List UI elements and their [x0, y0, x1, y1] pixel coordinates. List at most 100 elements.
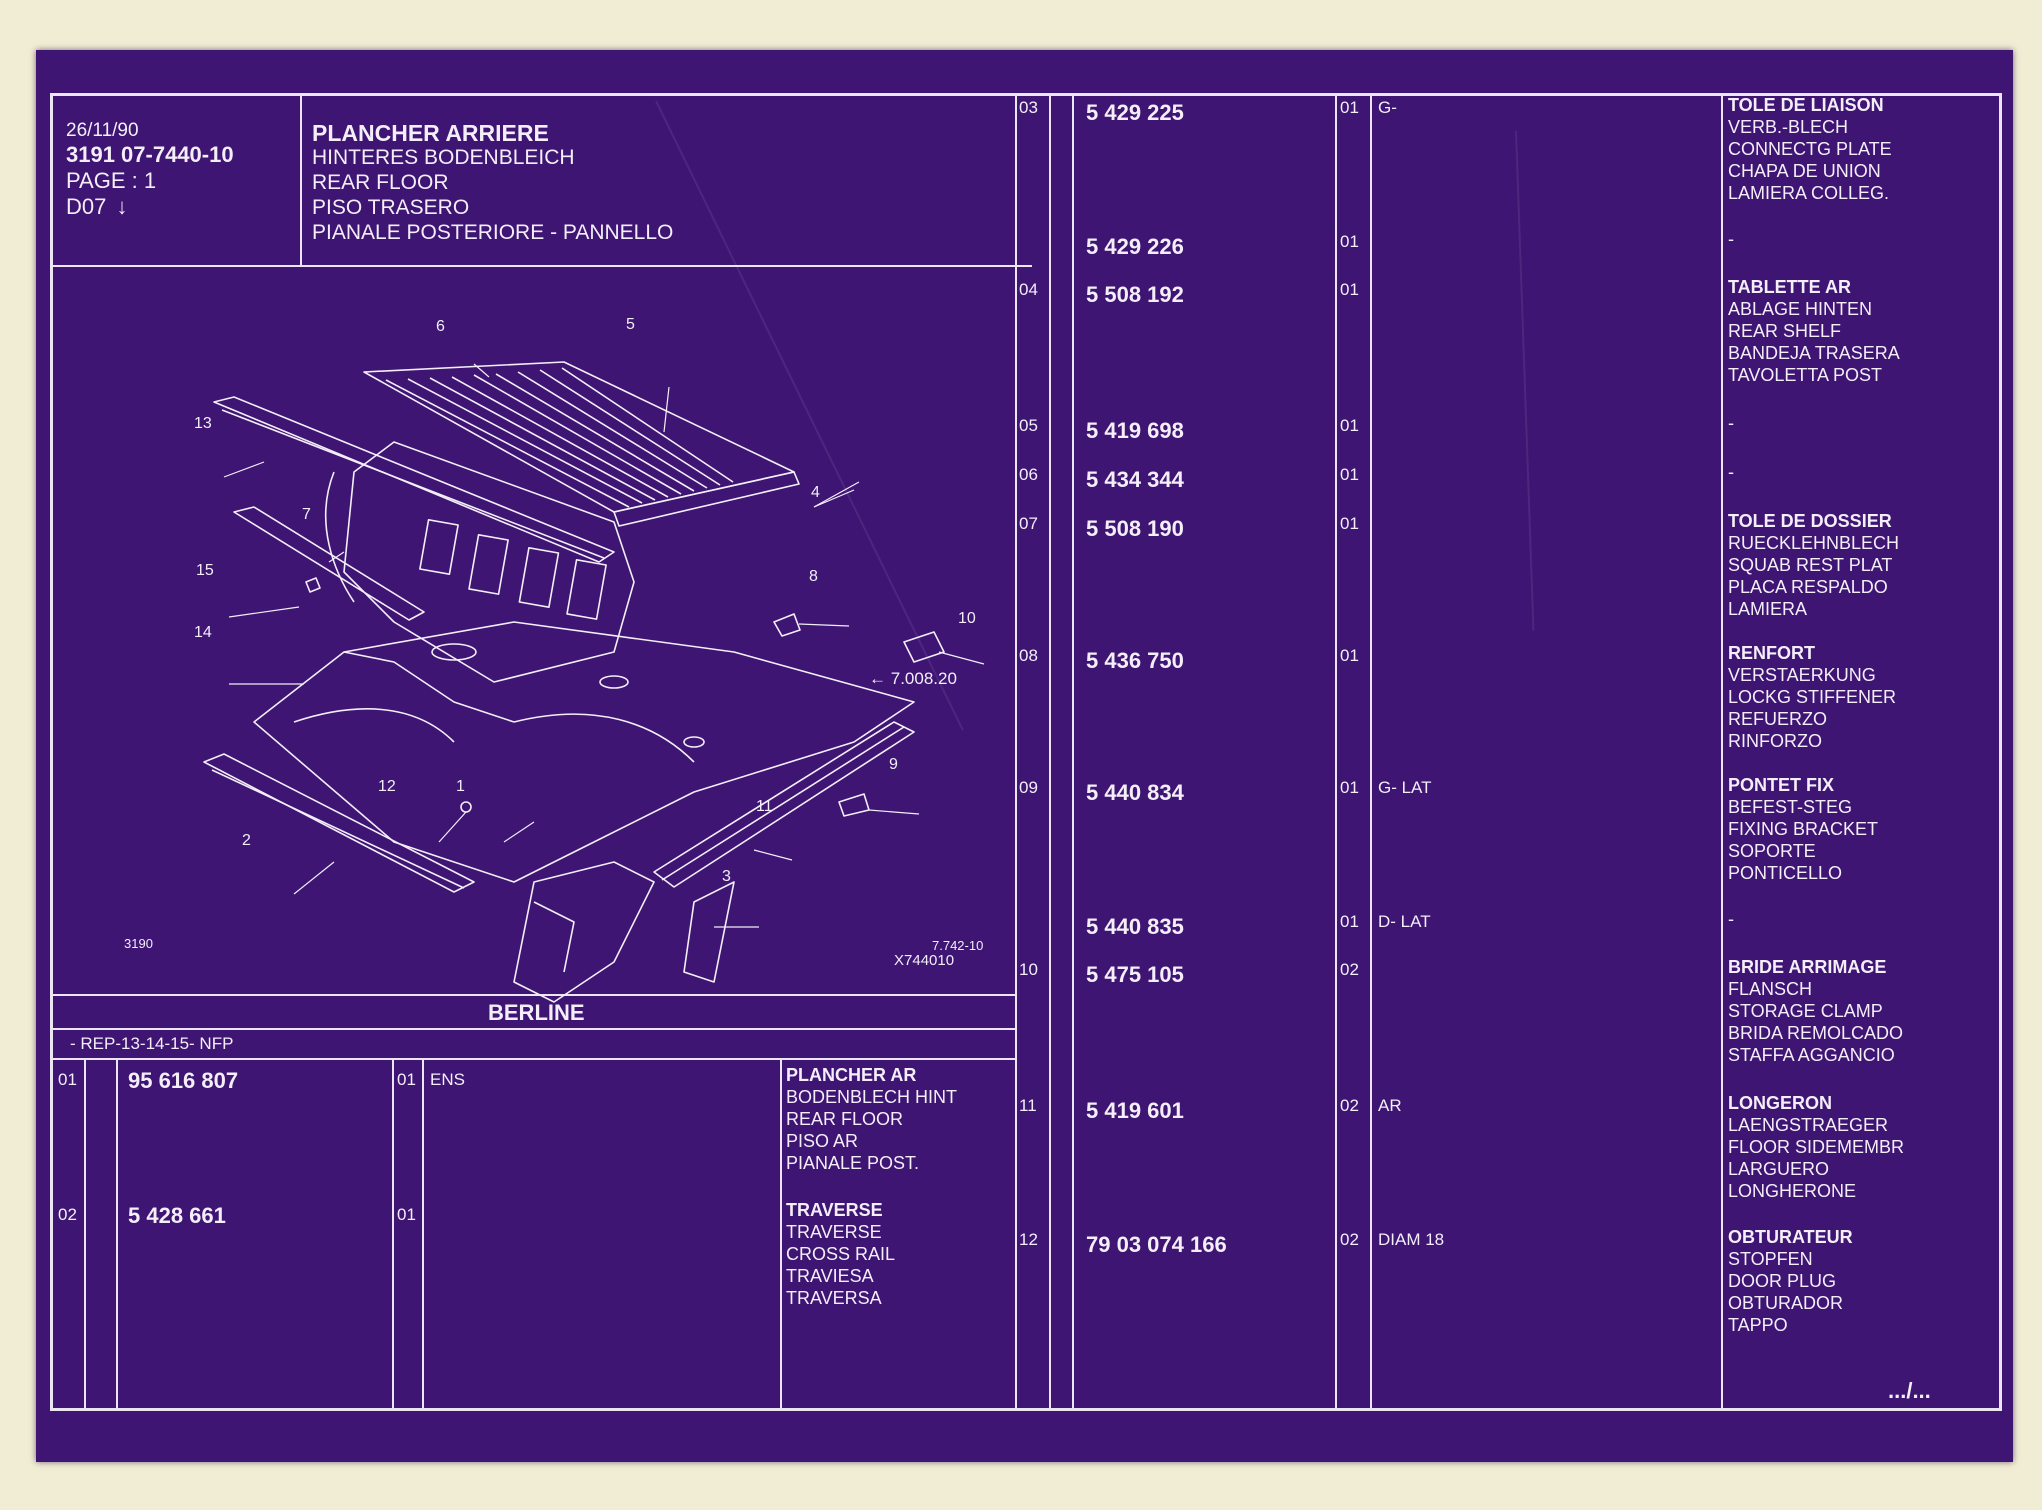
- left-col-4: [422, 1058, 424, 1411]
- right-row-qty: 02: [1340, 1230, 1359, 1249]
- right-row-qty: 01: [1340, 778, 1359, 797]
- callout-1: 1: [456, 778, 465, 795]
- right-row-qty: 01: [1340, 98, 1359, 117]
- side-rail-13-drawing: [213, 396, 615, 563]
- left-row-1-desc: PLANCHER AR BODENBLECH HINT REAR FLOOR P…: [786, 1064, 957, 1174]
- right-row-translation: OBTURADOR: [1728, 1293, 1844, 1313]
- rear-corner-drawing: [513, 861, 655, 1003]
- right-row-translation: LAMIERA: [1728, 599, 1808, 619]
- right-row-translation: -: [1728, 413, 1734, 433]
- doc-date: 26/11/90: [66, 120, 139, 141]
- left-row-2-es: TRAVIESA: [786, 1266, 874, 1286]
- right-row-translation: FLOOR SIDEMEMBR: [1728, 1137, 1905, 1157]
- right-row-translation: REFUERZO: [1728, 709, 1827, 729]
- callout-7-008-20-label: 7.008.20: [890, 669, 957, 688]
- left-row-1-it: PIANALE POST.: [786, 1153, 920, 1173]
- callout-7: 7: [302, 506, 311, 523]
- right-row-translation: VERB.-BLECH: [1728, 117, 1849, 137]
- right-row-translation: FLANSCH: [1728, 979, 1813, 999]
- left-row-2-qty: 01: [397, 1205, 416, 1224]
- left-row-2-rep: 02: [58, 1205, 77, 1224]
- right-row-rep: 06: [1019, 465, 1038, 484]
- right-row-translation: PLACA RESPALDO: [1728, 577, 1888, 597]
- berline-bottom: [50, 1028, 1017, 1030]
- right-row-name: LONGERON: [1728, 1093, 1833, 1113]
- bracket-3-drawing: [683, 881, 735, 983]
- frame-bottom: [50, 1408, 2002, 1411]
- part-9-drawing: [838, 793, 870, 817]
- right-row-ref: 5 440 835: [1086, 914, 1184, 939]
- right-row-translation: STAFFA AGGANCIO: [1728, 1045, 1895, 1065]
- right-row-name: PONTET FIX: [1728, 775, 1835, 795]
- right-row-rep: 10: [1019, 960, 1038, 979]
- drawing-footer-left: 3190: [124, 936, 153, 951]
- right-row-ref: 5 429 226: [1086, 234, 1184, 259]
- continuation-mark: .../...: [1888, 1378, 1931, 1403]
- frame-right: [1999, 93, 2002, 1411]
- callout-8: 8: [809, 568, 818, 585]
- right-row-translation: FIXING BRACKET: [1728, 819, 1879, 839]
- right-col-5: [1721, 93, 1723, 1411]
- right-row-translation: SOPORTE: [1728, 841, 1816, 861]
- arrow-left-icon: ←: [869, 669, 891, 688]
- note-bottom: [50, 1058, 1017, 1060]
- left-row-1-qty: 01: [397, 1070, 416, 1089]
- left-row-2-ref: 5 428 661: [128, 1203, 226, 1228]
- right-row-desc: -: [1728, 461, 1734, 483]
- right-row-rep: 09: [1019, 778, 1038, 797]
- rear-shelf-drawing: [363, 361, 800, 527]
- callout-14: 14: [194, 624, 212, 641]
- right-row-rep: 12: [1019, 1230, 1038, 1249]
- variant-note: - REP-13-14-15- NFP: [70, 1034, 234, 1053]
- callout-10: 10: [958, 610, 976, 627]
- right-row-ref: 5 419 698: [1086, 418, 1184, 443]
- right-row-name: TABLETTE AR: [1728, 277, 1851, 297]
- right-col-1: [1049, 93, 1051, 1411]
- callout-13: 13: [194, 415, 212, 432]
- right-row-translation: -: [1728, 909, 1734, 929]
- right-row-translation: LAENGSTRAEGER: [1728, 1115, 1889, 1135]
- right-row-remark: D- LAT: [1378, 912, 1431, 931]
- right-row-qty: 02: [1340, 960, 1359, 979]
- header-divider: [50, 265, 1032, 267]
- right-row-desc: -: [1728, 908, 1734, 930]
- right-row-translation: BEFEST-STEG: [1728, 797, 1853, 817]
- left-row-1-remark: ENS: [430, 1070, 465, 1089]
- right-row-name: RENFORT: [1728, 643, 1815, 663]
- right-row-rep: 07: [1019, 514, 1038, 533]
- right-row-ref: 5 508 192: [1086, 282, 1184, 307]
- right-row-remark: DIAM 18: [1378, 1230, 1445, 1249]
- doc-ref-code: 3191 07-7440-10: [66, 142, 234, 167]
- callout-15: 15: [196, 562, 214, 579]
- right-row-translation: STOPFEN: [1728, 1249, 1813, 1269]
- right-row-translation: RINFORZO: [1728, 731, 1822, 751]
- right-row-rep: 08: [1019, 646, 1038, 665]
- arrow-down-icon: ↓: [116, 194, 128, 219]
- part-8-drawing: [773, 613, 801, 637]
- left-row-1-es: PISO AR: [786, 1131, 859, 1151]
- left-panel-right-edge: [1015, 93, 1017, 1411]
- right-col-3: [1335, 93, 1337, 1411]
- left-row-1-en: REAR FLOOR: [786, 1109, 904, 1129]
- right-row-translation: SQUAB REST PLAT: [1728, 555, 1893, 575]
- right-row-ref: 79 03 074 166: [1086, 1232, 1227, 1257]
- right-row-rep: 05: [1019, 416, 1038, 435]
- right-row-ref: 5 434 344: [1086, 467, 1184, 492]
- right-row-remark: G- LAT: [1378, 778, 1432, 797]
- left-col-2: [116, 1058, 118, 1411]
- right-row-remark: AR: [1378, 1096, 1402, 1115]
- callout-2: 2: [242, 832, 251, 849]
- right-row-name: TOLE DE DOSSIER: [1728, 511, 1892, 531]
- doc-title-es: PISO TRASERO: [312, 196, 470, 219]
- left-col-5: [780, 1058, 782, 1411]
- right-row-qty: 01: [1340, 514, 1359, 533]
- drawing-bottom: [50, 994, 1017, 996]
- callout-3: 3: [722, 868, 731, 885]
- doc-page: PAGE : 1: [66, 168, 157, 193]
- doc-title-de: HINTERES BODENBLEICH: [312, 146, 575, 169]
- right-row-ref: 5 475 105: [1086, 962, 1184, 987]
